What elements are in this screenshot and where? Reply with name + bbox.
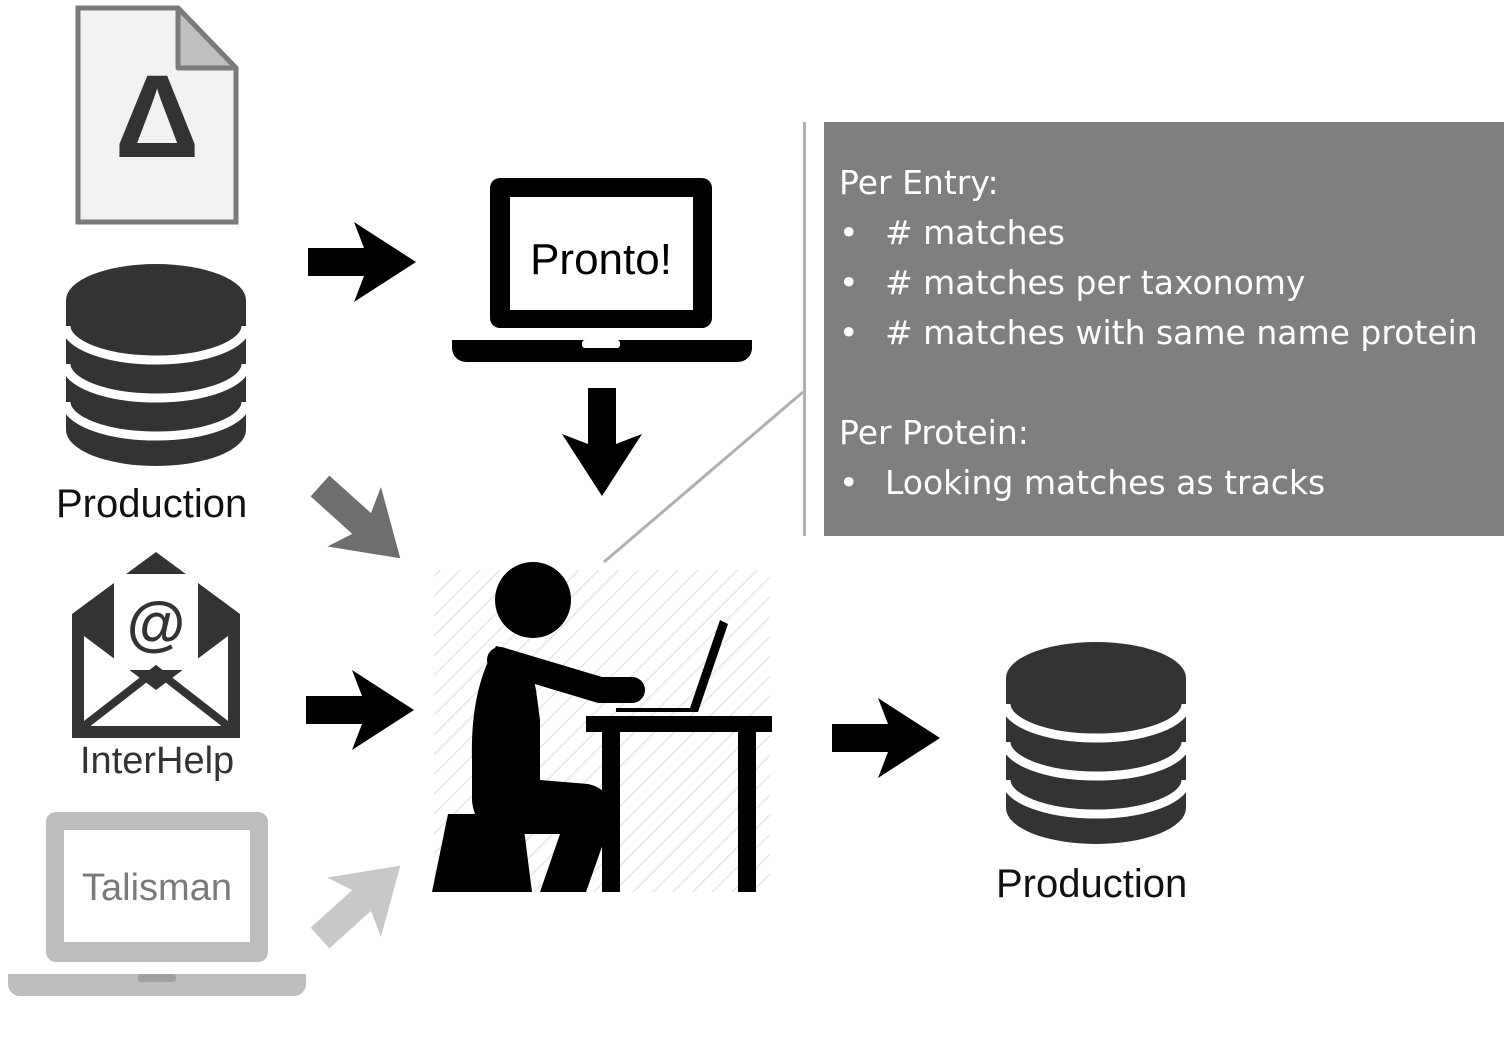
delta-document-icon: Δ: [75, 5, 239, 225]
list-item: Looking matches as tracks: [839, 458, 1504, 508]
arrow-diagonal-down-icon: [293, 456, 428, 588]
connector-line: [603, 390, 804, 564]
per-protein-list: Looking matches as tracks: [839, 458, 1504, 508]
talisman-label: Talisman: [82, 867, 232, 909]
email-at-symbol: @: [127, 590, 186, 657]
arrow-right-icon: [832, 698, 940, 778]
list-item: # matches per taxonomy: [839, 258, 1504, 308]
per-entry-list: # matches # matches per taxonomy # match…: [839, 208, 1504, 358]
info-box-rule: [803, 122, 806, 536]
talisman-laptop-icon: Talisman: [8, 812, 306, 996]
per-entry-heading: Per Entry:: [839, 163, 999, 202]
arrow-diagonal-up-icon: [293, 836, 428, 968]
database-icon: [61, 264, 251, 466]
arrow-right-icon: [306, 670, 414, 750]
database-icon: [1001, 642, 1191, 844]
arrow-right-icon: [308, 222, 416, 302]
interhelp-label: InterHelp: [80, 740, 235, 782]
pronto-label: Pronto!: [530, 235, 672, 284]
info-box: Per Entry: # matches # matches per taxon…: [824, 122, 1504, 536]
pronto-laptop-icon: Pronto!: [452, 178, 752, 362]
delta-symbol: Δ: [115, 51, 200, 183]
person-at-desk-icon: [432, 562, 772, 892]
list-item: # matches with same name protein: [839, 308, 1504, 358]
production-left-label: Production: [56, 482, 248, 526]
per-protein-heading: Per Protein:: [839, 413, 1029, 452]
list-item: # matches: [839, 208, 1504, 258]
email-envelope-icon: @: [72, 552, 240, 738]
arrow-down-icon: [562, 388, 642, 496]
production-right-label: Production: [996, 862, 1188, 906]
